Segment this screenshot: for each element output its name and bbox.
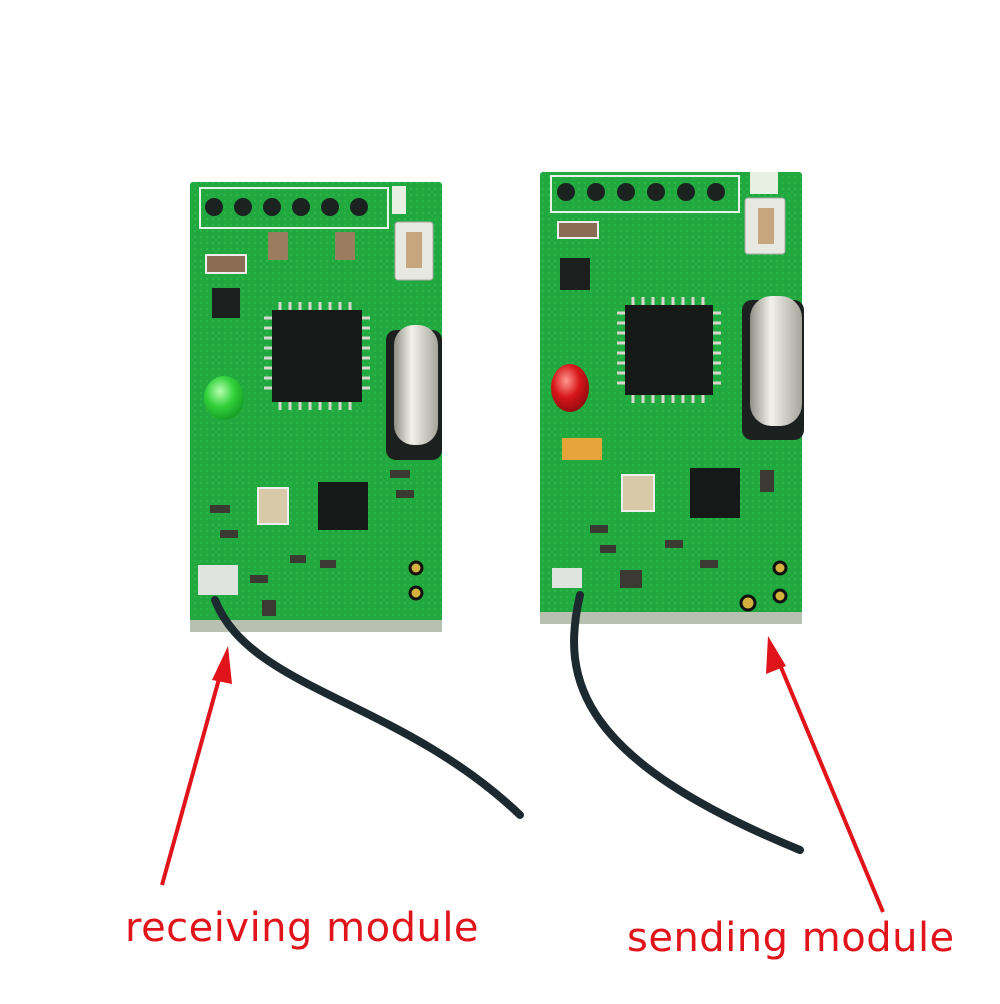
sending-module-label: sending module — [627, 915, 955, 961]
green-led — [204, 376, 244, 420]
sending-module-board — [540, 172, 804, 624]
red-led — [551, 364, 589, 412]
sending-antenna-wire — [570, 591, 804, 854]
receiving-antenna-wire — [211, 596, 524, 819]
receiving-module-label: receiving module — [125, 905, 480, 951]
receiving-arrow — [160, 646, 232, 886]
sending-arrow — [766, 636, 885, 913]
receiving-module-board — [190, 182, 442, 632]
